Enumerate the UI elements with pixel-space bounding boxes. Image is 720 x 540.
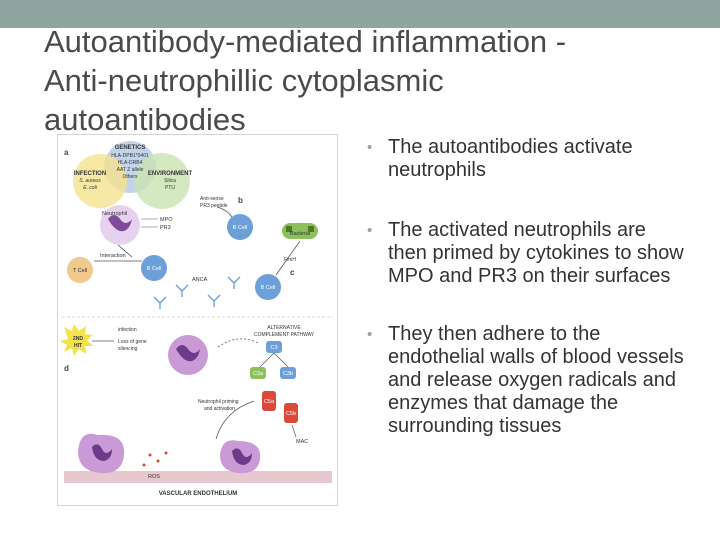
antisense-label-1: Anti-sense: [200, 196, 224, 202]
c5b-to-mac-arrow: [291, 424, 297, 438]
c3b-box: [280, 367, 296, 379]
ros-dot-1: [148, 453, 152, 457]
genetics-item-4: Others: [122, 174, 138, 180]
environment-circle: [134, 153, 190, 209]
bacteria-label: Bacteria: [290, 231, 311, 237]
neutrophil-label: Neutrophil: [102, 211, 127, 217]
ros-dot-4: [164, 451, 168, 455]
mpo-label: MPO: [160, 217, 173, 223]
infection-item-1: S. aureus: [79, 178, 101, 184]
c5a-label: C5a: [264, 399, 275, 405]
second-hit-label-2: HIT: [74, 343, 82, 349]
bcell-mid-label: B Cell: [147, 266, 162, 272]
genetics-item-2: HLA-DRB4: [118, 160, 143, 166]
bcell-mid: [141, 255, 167, 281]
top-accent-bar: [0, 0, 720, 28]
panel-label-a: a: [64, 148, 69, 157]
loss-gene-label-1: Loss of gene: [118, 339, 147, 345]
bullet-item-3: They then adhere to the endothelial wall…: [366, 323, 686, 438]
infection-circle: [73, 154, 127, 208]
c3-box: [266, 341, 282, 353]
genetics-item-3: AAT Z allele: [117, 167, 144, 173]
adherent-neutrophil-2-nucleus: [232, 448, 252, 465]
loss-gene-label-2: silencing: [118, 346, 138, 352]
ros-label: ROS: [148, 474, 160, 480]
antibody-icon-3: [227, 276, 241, 289]
environment-item-2: PTU: [165, 185, 175, 191]
second-hit-label-1: 2ND: [73, 336, 83, 342]
neutrophil-to-bcell-arrow: [117, 244, 133, 258]
bcell-right: [255, 274, 281, 300]
neutrophil-nucleus-top: [108, 215, 132, 232]
c3a-label: C3a: [253, 371, 264, 377]
slide-title: Autoantibody-mediated inflammation - Ant…: [44, 22, 704, 139]
ros-dot-2: [156, 459, 160, 463]
pr3-label: PR3: [160, 225, 171, 231]
endothelium-layer: [64, 471, 332, 483]
slide-title-line-2: Anti-neutrophillic cytoplasmic: [44, 63, 444, 98]
neutrophil-primed-nucleus: [176, 345, 200, 362]
bullet-item-1: The autoantibodies activate neutrophils: [366, 136, 686, 182]
second-hit-starburst: [60, 324, 93, 356]
infection-item-2: E. coli: [83, 185, 98, 191]
bullet-list: The autoantibodies activate neutrophils …: [366, 134, 686, 438]
genetics-label: GENETICS: [115, 145, 146, 151]
panel-label-b: b: [238, 196, 243, 205]
c5a-box: [262, 391, 276, 411]
figure-svg: a GENETICS HLA-DPB1*0401 HLA-DRB4 AAT Z …: [60, 141, 333, 497]
vascular-endothelium-label: VASCULAR ENDOTHELIUM: [159, 491, 238, 497]
arrow-antisense-bcell: [217, 206, 233, 218]
tcell: [67, 257, 93, 283]
ros-dot-3: [142, 463, 146, 467]
bacteria-antigen-1: [286, 226, 292, 232]
alt-pathway-label-2: COMPLEMENT PATHWAY: [254, 332, 315, 338]
priming-arrow: [215, 400, 255, 440]
priming-label-2: and activation: [204, 406, 235, 412]
antibody-icon-4: [153, 296, 167, 309]
panel-label-d: d: [64, 364, 69, 373]
c3-label: C3: [270, 345, 277, 351]
c3b-label: C3b: [283, 371, 293, 377]
antibody-icon-1: [175, 284, 189, 297]
bcell-right-label: B Cell: [261, 285, 276, 291]
priming-label-1: Neutrophil priming: [198, 399, 239, 405]
c3-split-left: [259, 352, 275, 368]
alt-pathway-label-1: ALTERNATIVE: [267, 325, 301, 331]
panel-label-c: c: [290, 268, 295, 277]
interaction-label: Interaction: [100, 253, 126, 259]
antisense-label-2: PR3 peptide: [200, 203, 228, 209]
tcell-label: T Cell: [73, 268, 87, 274]
c3-split-right: [273, 352, 289, 368]
bacteria-antigen-2: [308, 226, 314, 232]
anca-pathogenesis-figure: a GENETICS HLA-DPB1*0401 HLA-DRB4 AAT Z …: [57, 134, 338, 506]
environment-item-1: Silica: [164, 178, 176, 184]
mac-label: MAC: [296, 439, 308, 445]
bcell-top: [227, 214, 253, 240]
complement-arrow: [217, 338, 259, 348]
environment-label: ENVIRONMENT: [148, 171, 193, 177]
bcell-top-label: B Cell: [233, 225, 248, 231]
c5b-box: [284, 403, 298, 423]
bacteria-to-bcell-arrow: [275, 240, 301, 276]
adherent-neutrophil-1-nucleus: [92, 444, 112, 461]
infection-label: INFECTION: [74, 171, 106, 177]
c3a-box: [250, 367, 266, 379]
slide-title-line-3: autoantibodies: [44, 102, 246, 137]
genetics-item-1: HLA-DPB1*0401: [111, 153, 149, 159]
anca-label: ANCA: [192, 277, 208, 283]
antibody-icon-2: [207, 294, 221, 307]
bullet-item-2: The activated neutrophils are then prime…: [366, 219, 686, 288]
slide-title-line-1: Autoantibody-mediated inflammation -: [44, 24, 567, 59]
fimh-label: FimH: [284, 257, 296, 263]
infection-d-label: infection: [118, 327, 137, 333]
c5b-label: C5b: [286, 411, 296, 417]
